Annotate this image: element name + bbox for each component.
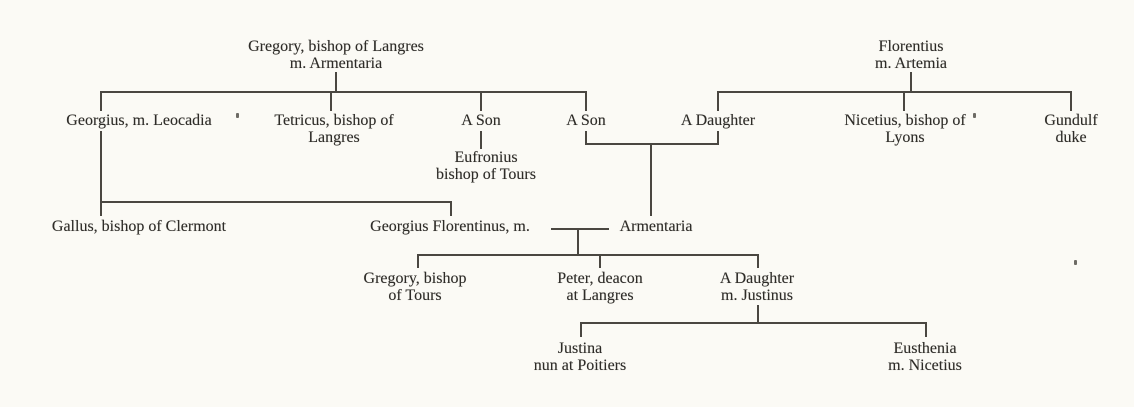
- node-label-line1: Tetricus, bishop of: [274, 112, 394, 129]
- node-label-line2: bishop of Tours: [436, 166, 536, 183]
- node-georgius-florentinus: Georgius Florentinus, m.: [370, 218, 530, 235]
- scan-speck: [973, 113, 976, 118]
- scan-speck: [1074, 260, 1077, 265]
- connector-stem-armentaria: [650, 143, 652, 216]
- connector-bar-gregory-langres-children: [100, 91, 587, 93]
- connector-stem-georgius-to-gallus: [100, 131, 102, 216]
- node-eufronius-bishop-of-tours: Eufronius bishop of Tours: [436, 149, 536, 183]
- connector-drop-justina: [580, 322, 582, 337]
- connector-drop-peter: [599, 254, 601, 268]
- node-label-line1: Georgius, m. Leocadia: [66, 112, 212, 129]
- connector-drop-gundulf: [1070, 91, 1072, 111]
- scan-speck: [236, 113, 239, 118]
- node-label-line2: Langres: [308, 129, 360, 146]
- node-label-line2: of Tours: [388, 287, 442, 304]
- connector-marriage1-bar: [585, 143, 719, 145]
- node-label-line2: m. Nicetius: [888, 357, 962, 374]
- node-label-line1: Gallus, bishop of Clermont: [51, 218, 227, 235]
- node-label-line1: Armentaria: [619, 218, 693, 235]
- node-label-line1: Peter, deacon: [557, 270, 643, 287]
- node-florentius: Florentius m. Artemia: [875, 38, 947, 72]
- connector-stem-florentius: [910, 72, 912, 93]
- connector-drop-eusthenia: [925, 322, 927, 337]
- node-label-line1: Nicetius, bishop of: [844, 112, 966, 129]
- node-a-daughter-1: A Daughter: [681, 112, 755, 129]
- connector-drop-nicetius: [903, 91, 905, 111]
- connector-drop-georgius-florentinus: [450, 201, 452, 216]
- connector-stem-eufronius: [480, 131, 482, 149]
- connector-drop-georgius: [100, 91, 102, 111]
- node-label-line1: A Son: [461, 112, 501, 129]
- node-label-line1: A Daughter: [719, 270, 795, 287]
- connector-marriage1-right: [717, 131, 719, 145]
- node-label-line2: m. Armentaria: [289, 55, 383, 72]
- node-label-line2: at Langres: [566, 287, 634, 304]
- connector-drop-gregory-tours: [417, 254, 419, 268]
- node-tetricus-bishop-of-langres: Tetricus, bishop of Langres: [274, 112, 393, 146]
- connector-stem-gregory-langres: [335, 72, 337, 93]
- connector-drop-a-son-2: [585, 91, 587, 111]
- node-gregory-bishop-of-tours: Gregory, bishop of Tours: [364, 270, 467, 304]
- node-label-line1: Florentius: [878, 38, 944, 55]
- node-label-line2: m. Justinus: [720, 287, 794, 304]
- node-gregory-bishop-of-langres: Gregory, bishop of Langres m. Armentaria: [248, 38, 424, 72]
- node-label-line1: Georgius Florentinus, m.: [370, 218, 530, 235]
- connector-drop-a-son-1: [480, 91, 482, 111]
- node-gundulf-duke: Gundulf duke: [1044, 112, 1097, 146]
- connector-bar-florentinus-children: [417, 254, 759, 256]
- node-label-line1: Gregory, bishop of Langres: [248, 38, 424, 55]
- node-label-line1: A Daughter: [680, 112, 756, 129]
- node-a-son-2: A Son: [566, 112, 606, 129]
- node-label-line2: Lyons: [885, 129, 925, 146]
- connector-drop-tetricus: [330, 91, 332, 111]
- node-label-line2: m. Artemia: [875, 55, 947, 72]
- node-eusthenia-m-nicetius: Eusthenia m. Nicetius: [888, 340, 962, 374]
- connector-drop-a-daughter-2: [757, 254, 759, 268]
- node-label-line2: duke: [1055, 129, 1087, 146]
- node-a-daughter-2-m-justinus: A Daughter m. Justinus: [720, 270, 794, 304]
- connector-marriage1-left: [585, 131, 587, 145]
- node-peter-deacon-at-langres: Peter, deacon at Langres: [557, 270, 643, 304]
- node-georgius-m-leocadia: Georgius, m. Leocadia: [66, 112, 211, 129]
- node-label-line1: Justina: [557, 340, 603, 357]
- node-gallus-bishop-of-clermont: Gallus, bishop of Clermont: [52, 218, 226, 235]
- connector-marriage2-stem: [577, 228, 579, 256]
- node-label-line2: nun at Poitiers: [533, 357, 627, 374]
- connector-stem-justinus-children: [757, 305, 759, 324]
- node-label-line1: A Son: [566, 112, 606, 129]
- node-a-son-1: A Son: [461, 112, 501, 129]
- connector-bar-justinus-children: [580, 322, 927, 324]
- node-label-line1: Eufronius: [454, 149, 518, 166]
- node-justina-nun-at-poitiers: Justina nun at Poitiers: [534, 340, 626, 374]
- node-label-line1: Gundulf: [1044, 112, 1098, 129]
- node-armentaria: Armentaria: [620, 218, 693, 235]
- connector-drop-a-daughter-1: [717, 91, 719, 111]
- node-nicetius-bishop-of-lyons: Nicetius, bishop of Lyons: [844, 112, 965, 146]
- connector-bar-georgius-children: [100, 201, 452, 203]
- node-label-line1: Eusthenia: [893, 340, 957, 357]
- connector-marriage2-bar: [551, 228, 609, 230]
- node-label-line1: Gregory, bishop: [363, 270, 467, 287]
- connector-bar-florentius-children: [717, 91, 1072, 93]
